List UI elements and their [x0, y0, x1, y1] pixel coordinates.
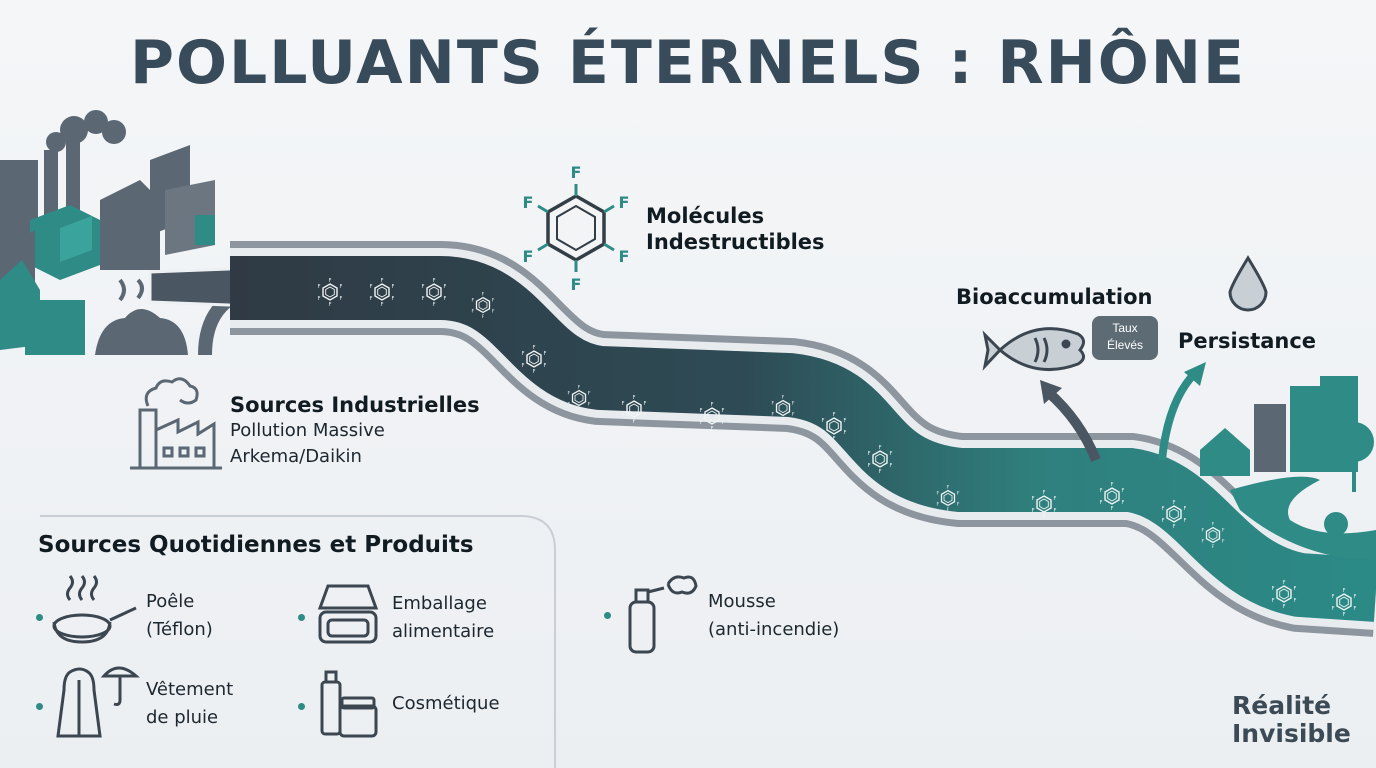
- list-item-rainwear: Vêtement de pluie: [146, 676, 233, 732]
- item-line1: Cosmétique: [392, 693, 500, 714]
- water-drop-icon: [1228, 255, 1268, 312]
- item-line1: Vêtement: [146, 679, 234, 700]
- bioaccumulation-arrow: [1044, 388, 1101, 462]
- persistence-arrow: [1158, 369, 1199, 461]
- industrial-sources-title: Sources Industrielles: [230, 393, 480, 417]
- industrial-sources-label: Sources Industrielles Pollution Massive …: [230, 392, 480, 470]
- list-item-frying-pan: Poêle (Téflon): [146, 588, 213, 644]
- food-container-icon: [317, 584, 379, 644]
- fluorine-label: F: [619, 247, 630, 266]
- item-line2: (anti-incendie): [708, 619, 840, 640]
- arrow-head-icon: [1040, 380, 1062, 404]
- bullet-dot: [298, 614, 305, 621]
- brand-logo-text: Réalité Invisible: [1232, 692, 1351, 748]
- arrow-head-icon: [1184, 362, 1206, 386]
- persistence-title: Persistance: [1178, 329, 1317, 353]
- fish-icon: [982, 327, 1085, 371]
- fluorine-label: F: [619, 193, 630, 212]
- bullet-dot: [36, 703, 43, 710]
- list-item-foam: Mousse (anti-incendie): [708, 588, 839, 644]
- factory-icon: [130, 377, 222, 470]
- item-line1: Emballage: [392, 593, 487, 614]
- molecules-line1: Molécules: [646, 204, 765, 228]
- brand-line1: Réalité: [1232, 691, 1332, 720]
- molecules-line2: Indestructibles: [646, 230, 825, 254]
- badge-line1: Taux: [1112, 321, 1138, 335]
- fluorine-label: F: [523, 247, 534, 266]
- river-rhone: [230, 256, 1376, 622]
- daily-panel-frame: [40, 515, 556, 768]
- cosmetics-icon: [320, 670, 378, 738]
- bullet-dot: [298, 703, 305, 710]
- list-item-food-packaging: Emballage alimentaire: [392, 590, 494, 646]
- brand-line2: Invisible: [1232, 719, 1351, 748]
- industrial-sources-line2: Arkema/Daikin: [230, 446, 362, 467]
- bullet-dot: [36, 614, 43, 621]
- fluorinated-molecule-icon: F F F F F F: [523, 163, 630, 294]
- badge-line2: Élevés: [1106, 338, 1144, 352]
- item-line2: alimentaire: [392, 621, 495, 642]
- item-line1: Poêle: [146, 591, 195, 612]
- page-title: POLLUANTS ÉTERNELS : RHÔNE: [129, 28, 1246, 98]
- factory-complex-icon: [0, 110, 215, 355]
- list-item-cosmetics: Cosmétique: [392, 690, 500, 718]
- fluorine-label: F: [571, 275, 582, 294]
- raincoat-icon: [56, 666, 140, 738]
- fire-extinguisher-icon: [628, 575, 698, 654]
- high-levels-badge: Taux Élevés: [1092, 316, 1158, 360]
- item-line2: (Téflon): [146, 619, 213, 640]
- fluorine-label: F: [571, 163, 582, 182]
- fluorine-label: F: [523, 193, 534, 212]
- item-line2: de pluie: [146, 707, 219, 728]
- bioaccumulation-title: Bioaccumulation: [956, 285, 1153, 309]
- molecules-label: Molécules Indestructibles: [646, 203, 825, 255]
- frying-pan-icon: [52, 575, 137, 644]
- city-icon: [1200, 376, 1376, 560]
- daily-sources-title: Sources Quotidiennes et Produits: [38, 532, 474, 558]
- industrial-sources-line1: Pollution Massive: [230, 420, 385, 441]
- item-line1: Mousse: [708, 591, 776, 612]
- bullet-dot: [604, 612, 611, 619]
